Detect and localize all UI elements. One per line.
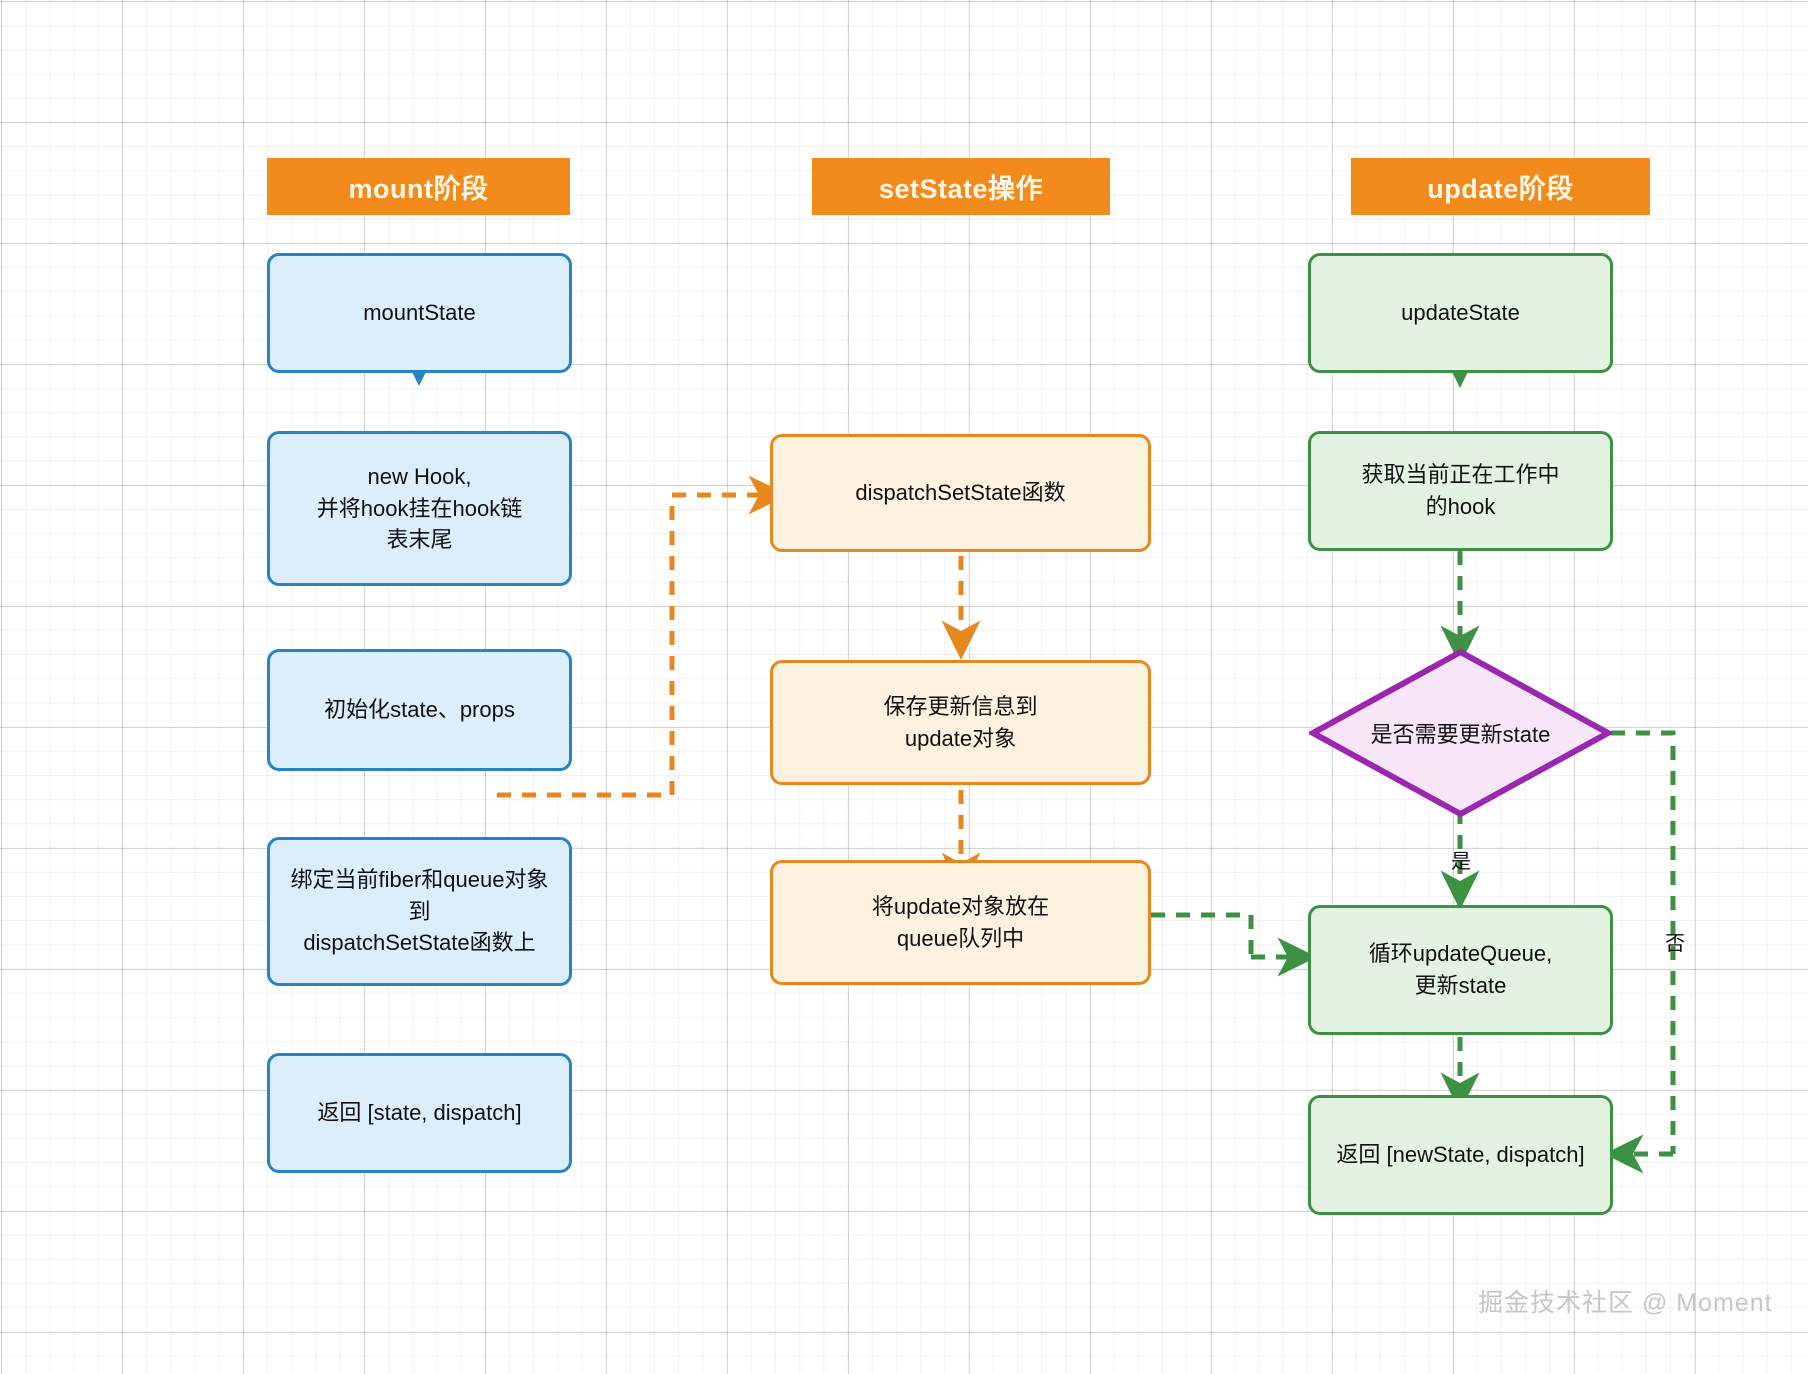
diamond-shape	[1309, 648, 1612, 818]
column-header-update: update阶段	[1351, 158, 1650, 215]
edge-label-yes: 是	[1451, 851, 1471, 873]
column-header-setstate: setState操作	[812, 158, 1110, 215]
node-save-update-info[interactable]: 保存更新信息到 update对象	[770, 660, 1151, 785]
node-return-newstate-dispatch[interactable]: 返回 [newState, dispatch]	[1308, 1095, 1613, 1215]
node-new-hook[interactable]: new Hook, 并将hook挂在hook链 表末尾	[267, 431, 572, 586]
node-dispatch-setstate[interactable]: dispatchSetState函数	[770, 434, 1151, 552]
column-header-mount: mount阶段	[267, 158, 570, 215]
diamond-label: 是否需要更新state	[1370, 722, 1551, 747]
node-bind-fiber-queue[interactable]: 绑定当前fiber和queue对象 到 dispatchSetState函数上	[267, 837, 572, 986]
edge-label-no: 否	[1665, 933, 1685, 955]
node-loop-update-queue[interactable]: 循环updateQueue, 更新state	[1308, 905, 1613, 1035]
node-mount-state[interactable]: mountState	[267, 253, 572, 373]
node-put-update-in-queue[interactable]: 将update对象放在 queue队列中	[770, 860, 1151, 985]
node-need-update-state-decision[interactable]: 是否需要更新state	[1309, 648, 1612, 818]
node-get-working-hook[interactable]: 获取当前正在工作中 的hook	[1308, 431, 1613, 551]
node-return-state-dispatch[interactable]: 返回 [state, dispatch]	[267, 1053, 572, 1173]
watermark-text: 掘金技术社区 @ Moment	[1478, 1289, 1773, 1317]
node-update-state[interactable]: updateState	[1308, 253, 1613, 373]
node-init-state-props[interactable]: 初始化state、props	[267, 649, 572, 771]
